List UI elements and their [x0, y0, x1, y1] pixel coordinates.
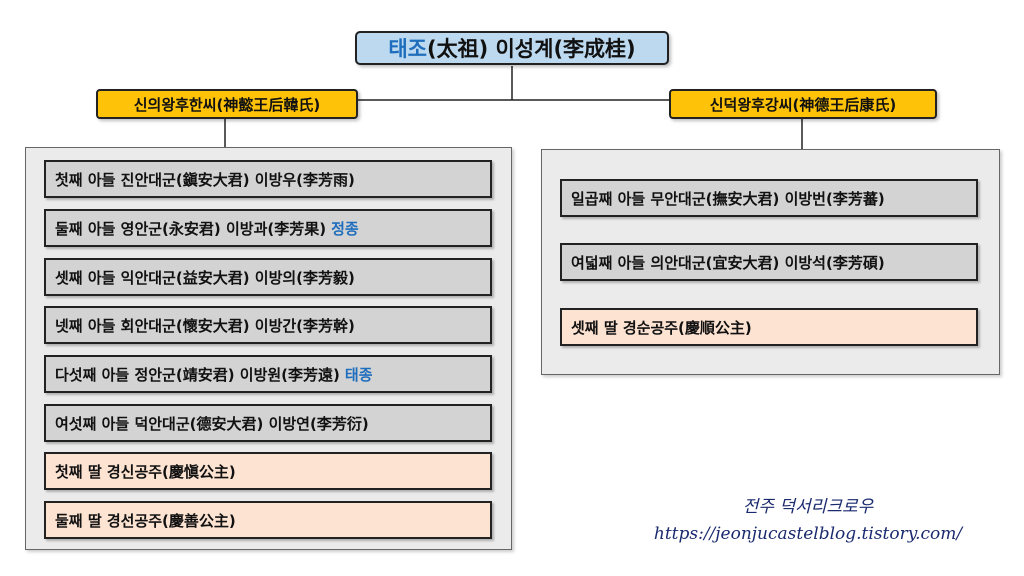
- blog-credit: 전주 덕서리크로우 https://jeonjucastelblog.tisto…: [620, 494, 996, 548]
- right-children-panel: 일곱째 아들 무안대군(撫安大君) 이방번(李芳蕃) 여덟째 아들 의안대군(宜…: [541, 149, 1000, 375]
- spouse-node-left: 신의왕후한씨(神懿王后韓氏): [96, 89, 358, 119]
- left-children-panel: 첫째 아들 진안대군(鎭安大君) 이방우(李芳雨) 둘째 아들 영안군(永安君)…: [25, 147, 512, 550]
- child-node: 넷째 아들 회안대군(懷安大君) 이방간(李芳幹): [44, 306, 492, 344]
- child-label: 셋째 아들 익안대군(益安大君) 이방의(李芳毅): [55, 268, 355, 287]
- child-node: 여덟째 아들 의안대군(宜安大君) 이방석(李芳碩): [560, 243, 978, 281]
- child-label: 일곱째 아들 무안대군(撫安大君) 이방번(李芳蕃): [571, 189, 885, 208]
- credit-url: https://jeonjucastelblog.tistory.com/: [653, 524, 963, 544]
- child-node: 다섯째 아들 정안군(靖安君) 이방원(李芳遠)태종: [44, 355, 492, 393]
- daughter-node: 첫째 딸 경신공주(慶愼公主): [44, 452, 492, 490]
- root-node-taejo: 태조(太祖) 이성계(李成桂): [355, 31, 669, 65]
- reign-title: 정종: [331, 219, 359, 238]
- child-node: 여섯째 아들 덕안대군(德安大君) 이방연(李芳衍): [44, 404, 492, 442]
- child-label: 둘째 딸 경선공주(慶善公主): [55, 511, 236, 530]
- child-label: 다섯째 아들 정안군(靖安君) 이방원(李芳遠): [55, 365, 340, 384]
- root-name: 태조: [388, 37, 427, 61]
- child-node: 둘째 아들 영안군(永安君) 이방과(李芳果)정종: [44, 209, 492, 247]
- child-label: 둘째 아들 영안군(永安君) 이방과(李芳果): [55, 219, 327, 238]
- child-node: 첫째 아들 진안대군(鎭安大君) 이방우(李芳雨): [44, 160, 492, 198]
- daughter-node: 셋째 딸 경순공주(慶順公主): [560, 308, 978, 346]
- child-label: 여덟째 아들 의안대군(宜安大君) 이방석(李芳碩): [571, 253, 885, 272]
- daughter-node: 둘째 딸 경선공주(慶善公主): [44, 501, 492, 539]
- root-name-detail: (太祖) 이성계(李成桂): [426, 37, 636, 61]
- credit-author: 전주 덕서리크로우: [742, 497, 874, 517]
- child-label: 넷째 아들 회안대군(懷安大君) 이방간(李芳幹): [55, 316, 355, 335]
- spouse-node-right: 신덕왕후강씨(神德王后康氏): [669, 89, 937, 119]
- child-node: 일곱째 아들 무안대군(撫安大君) 이방번(李芳蕃): [560, 179, 978, 217]
- child-label: 셋째 딸 경순공주(慶順公主): [571, 318, 752, 337]
- reign-title: 태종: [344, 365, 373, 384]
- child-node: 셋째 아들 익안대군(益安大君) 이방의(李芳毅): [44, 258, 492, 296]
- child-label: 첫째 아들 진안대군(鎭安大君) 이방우(李芳雨): [55, 170, 355, 189]
- child-label: 여섯째 아들 덕안대군(德安大君) 이방연(李芳衍): [55, 414, 369, 433]
- child-label: 첫째 딸 경신공주(慶愼公主): [55, 462, 236, 481]
